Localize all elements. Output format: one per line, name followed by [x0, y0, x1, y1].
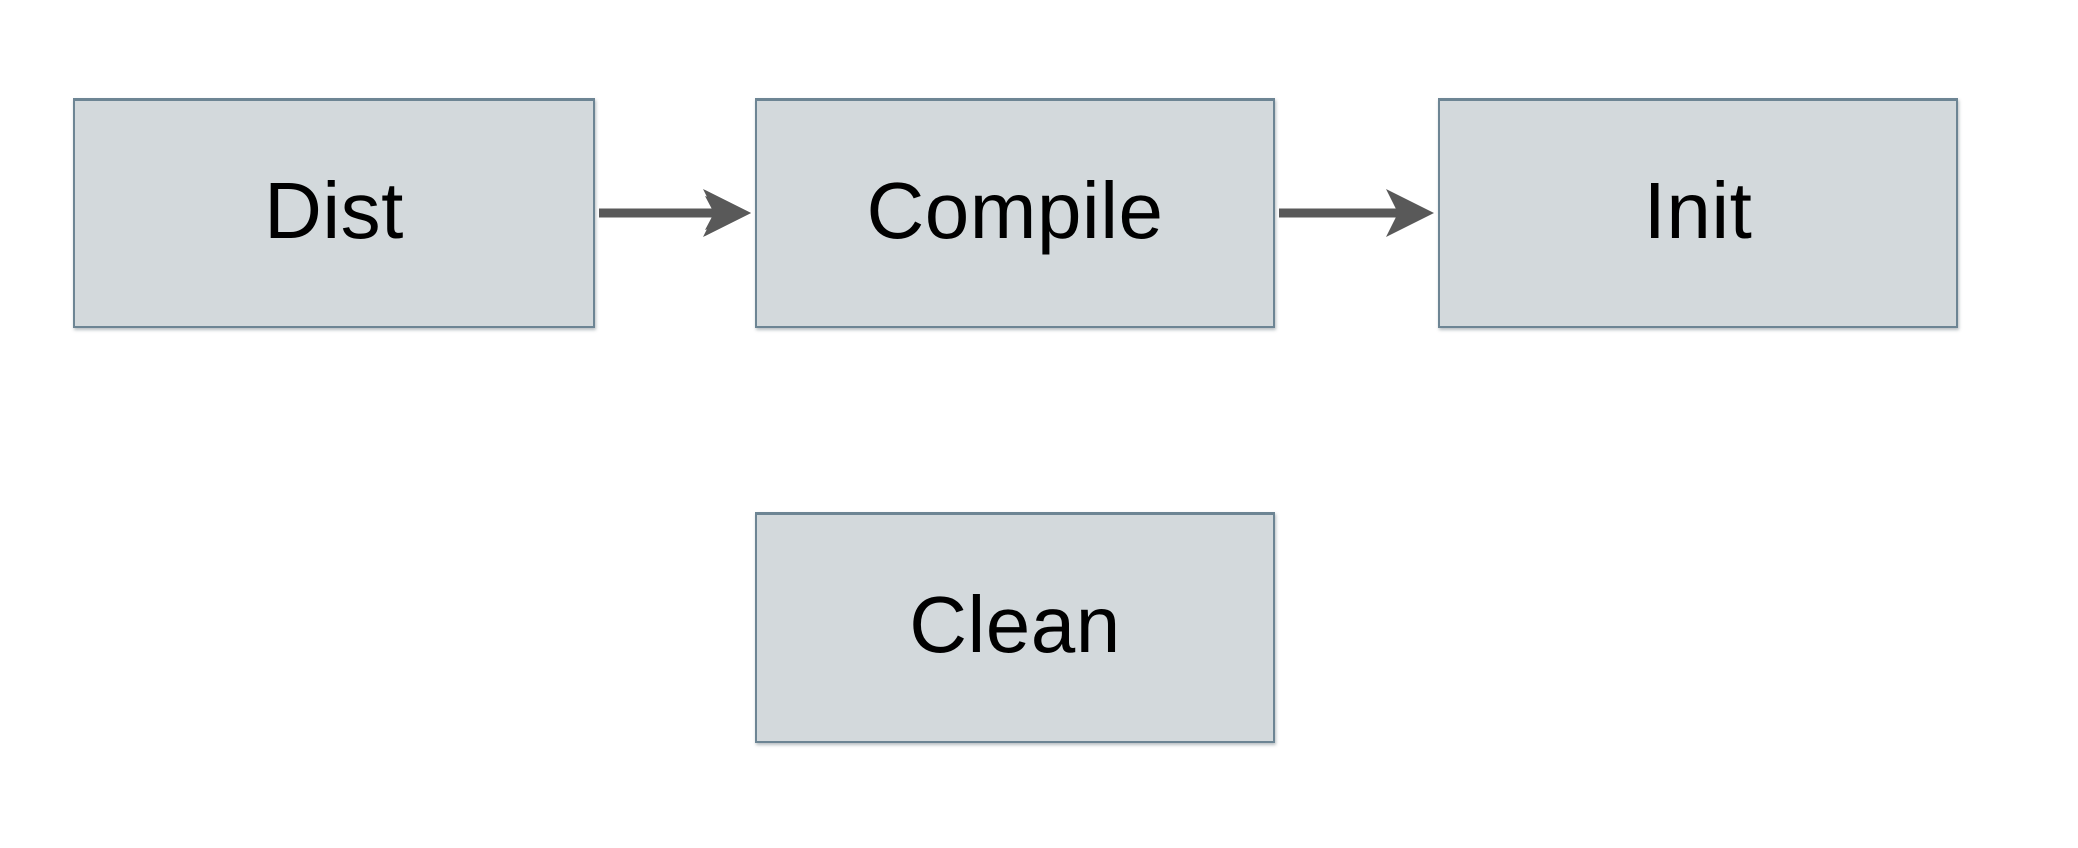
arrow-compile-to-init [1279, 189, 1434, 237]
node-dist: Dist [73, 98, 595, 328]
node-clean-label: Clean [909, 580, 1121, 669]
node-init: Init [1438, 98, 1958, 328]
arrow-dist-to-compile [599, 189, 751, 237]
node-compile: Compile [755, 98, 1275, 328]
node-clean: Clean [755, 512, 1275, 743]
node-dist-label: Dist [264, 165, 404, 255]
node-init-label: Init [1643, 165, 1753, 255]
node-compile-label: Compile [866, 165, 1164, 255]
